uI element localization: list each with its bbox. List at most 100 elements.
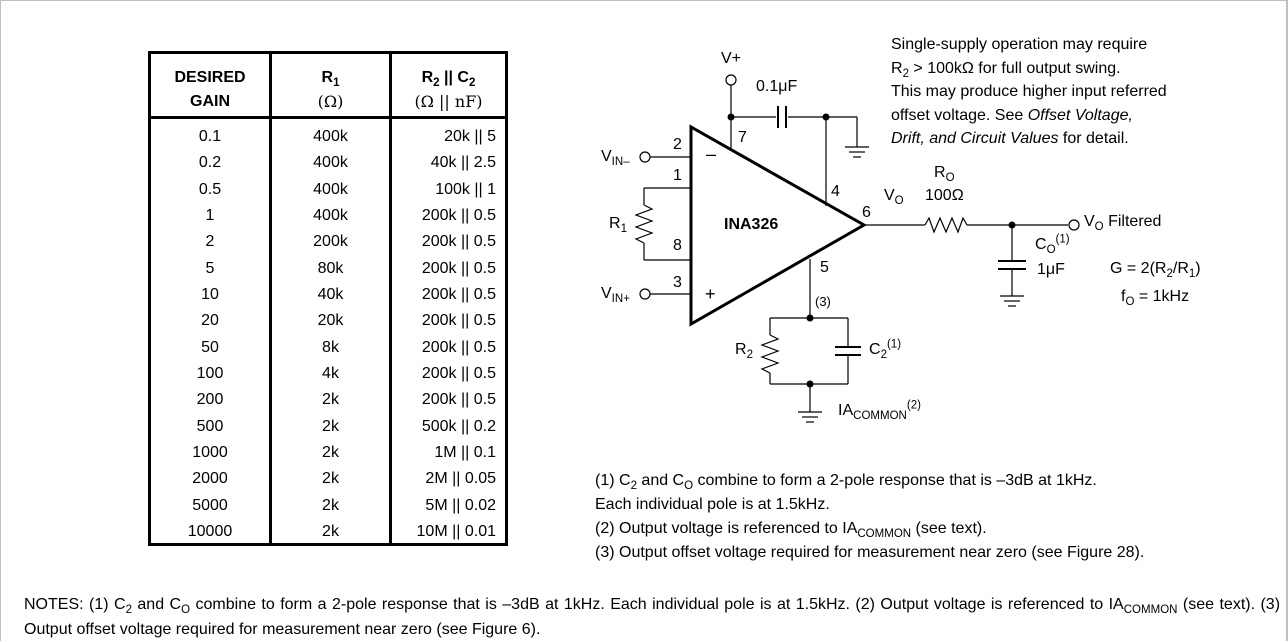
gain-cell: 50 [201, 338, 219, 356]
note-line: R2 > 100kΩ for full output swing. [891, 57, 1167, 81]
r1-cell: 400k [313, 207, 348, 225]
co-label-base: C [1035, 236, 1047, 253]
ro-label-base: R [934, 164, 946, 181]
r1-cell: 2k [322, 470, 339, 488]
r2c2-cell: 20k || 5 [444, 128, 496, 145]
single-supply-note: Single-supply operation may require R2 >… [891, 33, 1167, 151]
table-divider [389, 54, 392, 543]
gain-formula-c: ) [1195, 260, 1201, 277]
notes-text: and C [131, 596, 182, 613]
chip-label: INA326 [724, 216, 779, 233]
fo-base: f [1121, 288, 1126, 305]
r1-cell: 80k [317, 259, 344, 277]
footnote-text: and C [636, 472, 685, 489]
vin-minus-label: VIN– [601, 148, 630, 168]
gain-cell: 5 [205, 259, 215, 277]
figure-notes: NOTES: (1) C2 and CO combine to form a 2… [24, 592, 1280, 642]
notes-sub: O [181, 604, 191, 617]
c2-label: C2(1) [869, 339, 901, 362]
ia-common-label: IACOMMON(2) [838, 400, 921, 423]
header-r1-sub: 1 [333, 77, 340, 90]
r1-cell: 2k [322, 496, 339, 514]
footnote-text: (2) Output voltage is referenced to IA [595, 520, 858, 537]
decoupling-cap-value: 0.1μF [756, 78, 798, 95]
r2c2-cell: 200k || 0.5 [421, 391, 496, 409]
note-text: offset voltage. See [891, 106, 1028, 124]
page-top-edge [0, 0, 1288, 1]
co-label-sub: O [1046, 244, 1056, 257]
gain-cell: 0.2 [198, 154, 222, 172]
footnote-text: (see text). [911, 520, 987, 537]
note-line: Single-supply operation may require [891, 36, 1148, 53]
r2c2-cells: 20k || 5 40k || 2.5 100k || 1 200k || 0.5 20… [392, 124, 505, 546]
header-r1: R [321, 69, 334, 86]
r1-cell: 400k [313, 154, 348, 172]
gain-cell: 1000 [192, 444, 228, 462]
pin-2-label: 2 [673, 136, 682, 153]
gain-formula-sub1: 2 [1166, 268, 1173, 281]
r1-cell: 4k [322, 365, 339, 383]
gain-cell: 100 [196, 365, 224, 383]
header-r2-sub: 2 [433, 77, 440, 90]
r2-label-sub: 2 [746, 349, 753, 362]
instrumentation-amplifier-symbol [689, 124, 868, 327]
r2c2-cell: 200k || 0.5 [421, 312, 496, 330]
gain-cell: 1 [205, 207, 215, 225]
r2-resistor [760, 334, 780, 374]
r1-label-sub: 1 [620, 223, 627, 236]
vin-plus-base: V [601, 285, 612, 302]
pin-5-label: 5 [820, 259, 829, 276]
vo-label-sub: O [894, 195, 904, 208]
pin-3-label: 3 [673, 274, 682, 291]
co-label-sup: (1) [1055, 233, 1070, 246]
junction-dot [727, 113, 735, 121]
header-r2c2-units: (Ω || nF) [414, 92, 483, 111]
notes-text: (see text). (3) Output offset voltage re… [24, 596, 1281, 638]
circuit-footnotes: (1) C2 and CO combine to form a 2-pole r… [595, 469, 1144, 565]
c2-label-sub: 2 [880, 349, 887, 362]
page-left-edge [0, 0, 1, 641]
header-c2: || C [439, 69, 469, 86]
vin-plus-label: VIN+ [601, 285, 630, 305]
note-text: for detail. [1058, 130, 1129, 148]
note-line: Drift, and Circuit Values for detail. [891, 127, 1167, 151]
r1-cell: 40k [317, 286, 344, 304]
vin-minus-base: V [601, 148, 612, 165]
pin5-note: (3) [815, 294, 831, 309]
notes-sub: 2 [125, 604, 132, 617]
r1-cell: 400k [313, 180, 348, 198]
r1-resistor [634, 204, 654, 244]
table-header-rule [151, 116, 505, 119]
r2c2-cell: 200k || 0.5 [421, 233, 496, 251]
page-right-edge [1286, 0, 1288, 641]
ia-common-base: IA [838, 402, 854, 419]
r2c2-cell: 100k || 1 [435, 180, 496, 198]
gain-formula: G = 2(R2/R1) [1110, 260, 1201, 281]
vo-filtered-text: Filtered [1103, 213, 1162, 230]
vin-plus-terminal [639, 288, 651, 300]
r2c2-cell: 40k || 2.5 [430, 154, 496, 172]
vin-minus-terminal [639, 151, 651, 163]
gain-formula-a: G = 2(R [1110, 260, 1167, 277]
r1-cell: 400k [313, 128, 348, 145]
junction-dot [1008, 221, 1016, 229]
ia-common-sub: COMMON [853, 410, 907, 423]
r2c2-cell: 2M || 0.05 [425, 470, 496, 488]
note-r2-text: > 100kΩ for full output swing. [908, 59, 1121, 77]
footnote-2: (2) Output voltage is referenced to IACO… [595, 517, 1144, 541]
r1-cell: 20k [317, 312, 344, 330]
fo-sub: O [1125, 296, 1135, 309]
note-reference: Drift, and Circuit Values [891, 130, 1059, 148]
r1-label-base: R [609, 215, 621, 232]
note-r2-sub: 2 [902, 67, 909, 80]
note-reference: Offset Voltage, [1027, 106, 1133, 124]
footnote-1: (1) C2 and CO combine to form a 2-pole r… [595, 469, 1144, 493]
header-r1-units: (Ω) [317, 92, 344, 111]
ro-label: RO [934, 164, 955, 184]
footnote-sub: O [684, 480, 694, 493]
r2-label-base: R [735, 341, 747, 358]
